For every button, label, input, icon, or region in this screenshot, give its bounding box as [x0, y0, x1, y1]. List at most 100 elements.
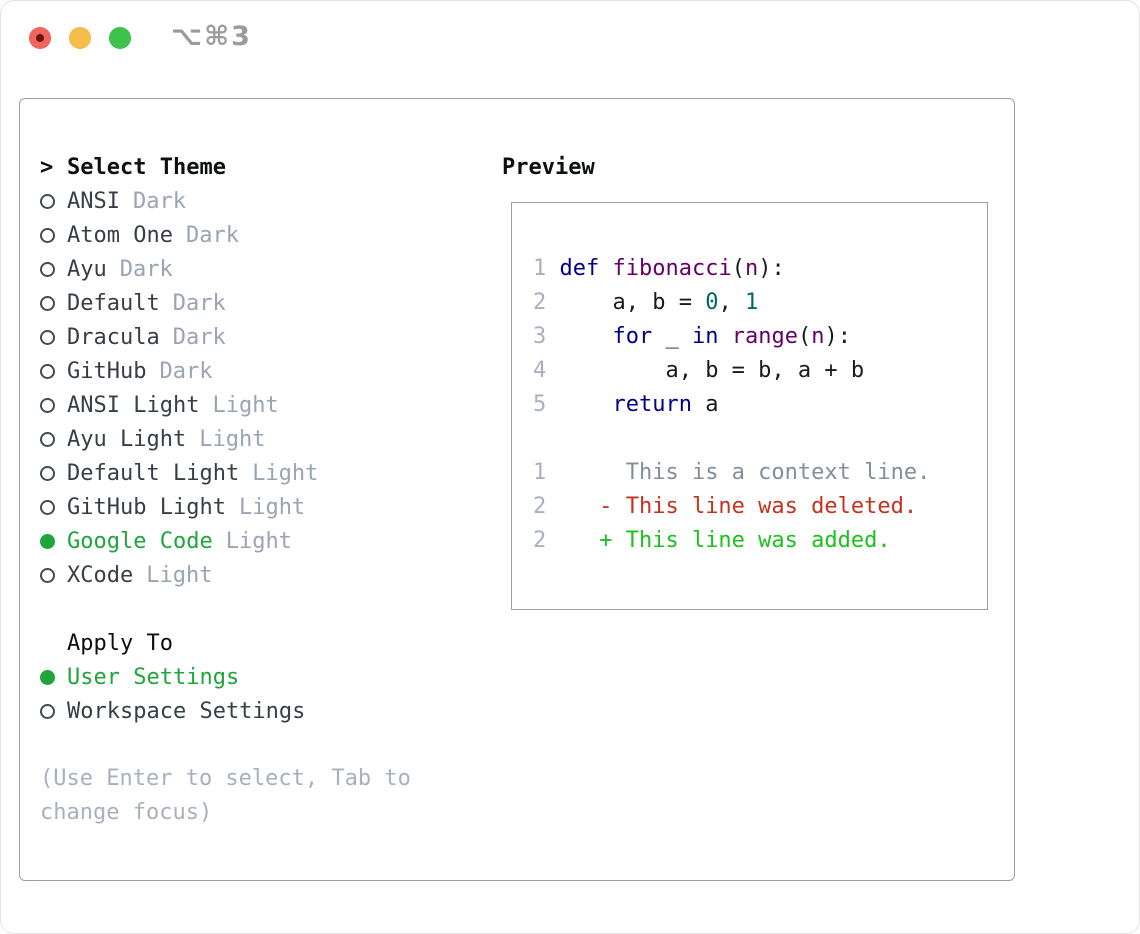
token-pln	[560, 392, 613, 417]
theme-option-ayu[interactable]: Ayu Dark	[40, 252, 411, 286]
apply-option-label: Workspace Settings	[67, 698, 306, 724]
radio-circle	[40, 227, 55, 243]
radio-unselected-icon	[40, 703, 67, 719]
radio-circle	[40, 567, 55, 583]
theme-variant-label: Light	[146, 562, 213, 588]
code-line: 3 for _ in range(n):	[533, 320, 930, 354]
theme-option-ayu-light[interactable]: Ayu Light Light	[40, 422, 411, 456]
theme-option-ansi-light[interactable]: ANSI Light Light	[40, 388, 411, 422]
radio-circle	[40, 669, 55, 685]
code-line: 1 def fibonacci(n):	[533, 252, 930, 286]
spacer	[40, 728, 411, 762]
token-fn: fibonacci	[612, 256, 732, 281]
theme-variant-label: Light	[199, 426, 266, 452]
theme-option-label: Dracula	[67, 324, 160, 350]
minimize-button[interactable]	[69, 27, 91, 49]
token-pln	[718, 324, 731, 349]
theme-option-label: ANSI Light	[67, 392, 200, 418]
apply-option-workspace-settings[interactable]: Workspace Settings	[40, 694, 411, 728]
close-button[interactable]	[29, 27, 51, 49]
diff-deleted-line: 2 - This line was deleted.	[533, 490, 930, 524]
radio-unselected-icon	[40, 567, 67, 583]
code-line: 2 a, b = 0, 1	[533, 286, 930, 320]
theme-option-label: GitHub	[67, 358, 147, 384]
code-line: 5 return a	[533, 388, 930, 422]
theme-option-label: Ayu Light	[67, 426, 187, 452]
apply-to-header: Apply To	[40, 626, 411, 660]
theme-variant-label: Dark	[172, 290, 226, 316]
theme-variant-label: Dark	[132, 188, 186, 214]
diff-added-line: 2 + This line was added.	[533, 524, 930, 558]
code-line: 4 a, b = b, a + b	[533, 354, 930, 388]
theme-option-xcode[interactable]: XCode Light	[40, 558, 411, 592]
token-pln: _	[652, 324, 692, 349]
token-add: + This line was added.	[546, 528, 891, 553]
radio-unselected-icon	[40, 329, 67, 345]
token-pln: (	[797, 324, 812, 349]
radio-circle	[40, 329, 55, 345]
theme-option-label: XCode	[67, 562, 134, 588]
token-fn: n	[811, 324, 825, 349]
theme-option-label: Atom One	[67, 222, 173, 248]
close-dot-icon	[36, 34, 44, 42]
token-lit: 0	[705, 290, 719, 315]
token-kw: in	[691, 324, 719, 349]
radio-circle	[40, 533, 55, 549]
theme-variant-label: Dark	[185, 222, 239, 248]
theme-variant-label: Light	[238, 494, 306, 520]
hotkey-shortcut-label: ⌥⌘3	[171, 21, 252, 52]
token-kw: def	[559, 256, 600, 281]
titlebar	[29, 27, 131, 49]
token-fn: n	[744, 256, 759, 281]
token-lnum: 2	[533, 528, 547, 553]
radio-circle	[40, 193, 55, 209]
radio-circle	[40, 295, 55, 311]
token-lnum: 1	[533, 256, 560, 281]
radio-unselected-icon	[40, 193, 67, 209]
token-pln: ):	[758, 256, 785, 281]
theme-option-github-light[interactable]: GitHub Light Light	[40, 490, 411, 524]
radio-circle	[40, 397, 55, 413]
theme-option-label: Ayu	[67, 256, 107, 282]
radio-circle	[40, 431, 55, 447]
prompt-marker: >	[40, 155, 67, 180]
radio-unselected-icon	[40, 499, 67, 515]
theme-option-label: GitHub Light	[67, 494, 226, 520]
token-kw: for	[612, 324, 653, 349]
radio-unselected-icon	[40, 295, 67, 311]
prompt-icon: >	[40, 154, 54, 180]
diff-context-line: 1 This is a context line.	[533, 456, 930, 490]
token-lnum: 1	[533, 460, 547, 485]
apply-to-title: Apply To	[67, 630, 173, 656]
token-pln: a	[691, 392, 719, 417]
token-pln: a, b = b, a + b	[559, 358, 865, 383]
theme-variant-label: Dark	[172, 324, 226, 350]
radio-unselected-icon	[40, 397, 67, 413]
theme-option-dracula[interactable]: Dracula Dark	[40, 320, 411, 354]
theme-variant-label: Dark	[159, 358, 213, 384]
preview-title: Preview	[502, 154, 595, 180]
theme-variant-label: Light	[212, 392, 279, 418]
token-pln	[599, 256, 612, 281]
apply-option-user-settings[interactable]: User Settings	[40, 660, 411, 694]
spacer	[40, 592, 411, 626]
token-del: - This line was deleted.	[546, 494, 918, 519]
select-theme-title: Select Theme	[67, 154, 226, 180]
radio-circle	[40, 465, 55, 481]
theme-option-label: Google Code	[67, 528, 213, 554]
zoom-button[interactable]	[109, 27, 131, 49]
radio-unselected-icon	[40, 465, 67, 481]
theme-option-atom-one[interactable]: Atom One Dark	[40, 218, 411, 252]
theme-variant-label: Dark	[119, 256, 173, 282]
radio-selected-icon	[40, 533, 67, 549]
radio-circle	[40, 499, 55, 515]
theme-option-github[interactable]: GitHub Dark	[40, 354, 411, 388]
apply-option-label: User Settings	[67, 664, 240, 690]
token-ctx: This is a context line.	[546, 460, 931, 485]
